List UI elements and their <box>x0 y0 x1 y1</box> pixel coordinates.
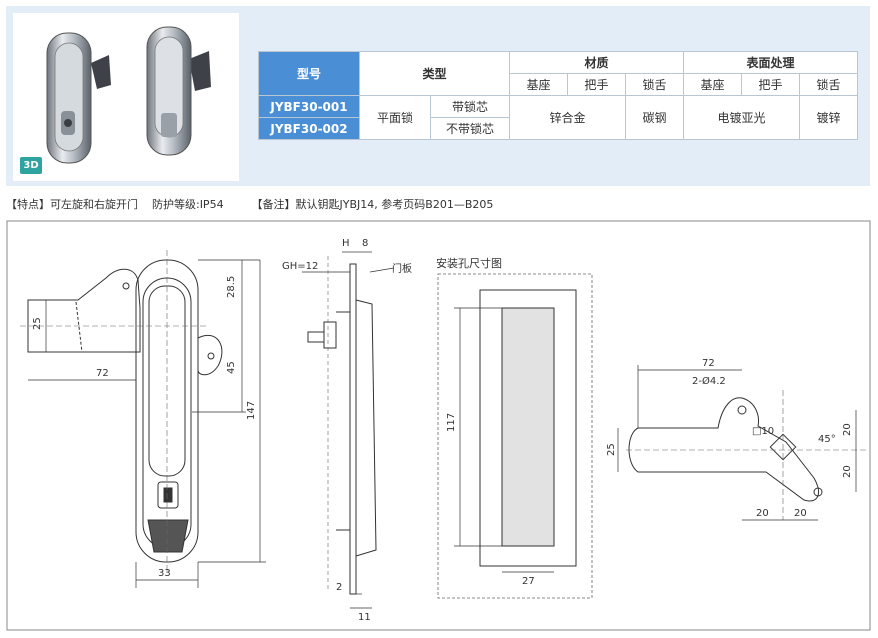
dim-20-b: 20 <box>842 465 853 478</box>
door-label: 门板 <box>392 262 412 275</box>
dim-gh: GH=12 <box>282 261 318 272</box>
tongue-outline <box>628 397 819 502</box>
dim-25-tongue: 25 <box>606 443 617 456</box>
cutout-hole <box>501 307 555 547</box>
sub-tongue-2: 锁舌 <box>799 73 858 96</box>
material-tongue: 碳钢 <box>625 95 684 140</box>
dim-147: 147 <box>246 401 257 420</box>
dim-33: 33 <box>158 568 171 579</box>
dim-2: 2 <box>336 582 342 593</box>
material-base-handle: 锌合金 <box>509 95 626 140</box>
drawing-frame <box>6 220 871 631</box>
dim-11: 11 <box>358 612 371 623</box>
sub-handle: 把手 <box>567 73 626 96</box>
header-model: 型号 <box>258 51 360 96</box>
front-base-plate <box>27 268 141 353</box>
side-door-panel <box>349 263 357 595</box>
sub-base-2: 基座 <box>683 73 742 96</box>
dim-8: 8 <box>362 238 368 249</box>
header-material: 材质 <box>509 51 684 74</box>
dim-28-5: 28.5 <box>226 276 237 298</box>
sub-tongue: 锁舌 <box>625 73 684 96</box>
type-with-core: 带锁芯 <box>430 95 510 118</box>
cutout-title: 安装孔尺寸图 <box>436 256 502 270</box>
dim-square: □10 <box>752 426 774 437</box>
technical-drawing: 28.5 25 45 72 147 33 H 8 GH=12 门板 2 11 安… <box>6 220 872 636</box>
sub-base: 基座 <box>509 73 568 96</box>
dim-20-c: 20 <box>756 508 769 519</box>
dim-holes: 2-Ø4.2 <box>692 375 726 387</box>
3d-badge[interactable]: 3D <box>20 157 42 174</box>
dim-25-front: 25 <box>32 317 43 330</box>
cutout-plate <box>479 289 577 567</box>
type-without-core: 不带锁芯 <box>430 117 510 140</box>
model-2: JYBF30-002 <box>258 117 360 140</box>
dim-27: 27 <box>522 576 535 587</box>
dim-72-tongue: 72 <box>702 358 715 369</box>
lock-photo-illustration <box>46 26 211 164</box>
type-main: 平面锁 <box>359 95 431 140</box>
drawing-svg: 28.5 25 45 72 147 33 H 8 GH=12 门板 2 11 安… <box>6 220 871 631</box>
product-photo <box>13 13 239 181</box>
dim-117: 117 <box>446 413 457 432</box>
dim-angle: 45° <box>818 434 836 445</box>
surface-base-handle: 电镀亚光 <box>683 95 800 140</box>
header-type: 类型 <box>359 51 510 96</box>
header-surface: 表面处理 <box>683 51 858 74</box>
dim-72-front: 72 <box>96 368 109 379</box>
dim-45: 45 <box>226 361 237 374</box>
model-1: JYBF30-001 <box>258 95 360 118</box>
dim-h: H <box>342 238 350 249</box>
spec-table: 型号 类型 材质 表面处理 基座 把手 锁舌 基座 把手 锁舌 JYBF30-0… <box>258 51 858 140</box>
cutout-frame <box>437 273 593 599</box>
sub-handle-2: 把手 <box>741 73 800 96</box>
feature-notes: 【特点】可左旋和右旋开门 防护等级:IP54 【备注】默认钥匙JYBJ14, 参… <box>6 198 494 211</box>
dim-20-d: 20 <box>794 508 807 519</box>
dim-20-a: 20 <box>842 423 853 436</box>
surface-tongue: 镀锌 <box>799 95 858 140</box>
